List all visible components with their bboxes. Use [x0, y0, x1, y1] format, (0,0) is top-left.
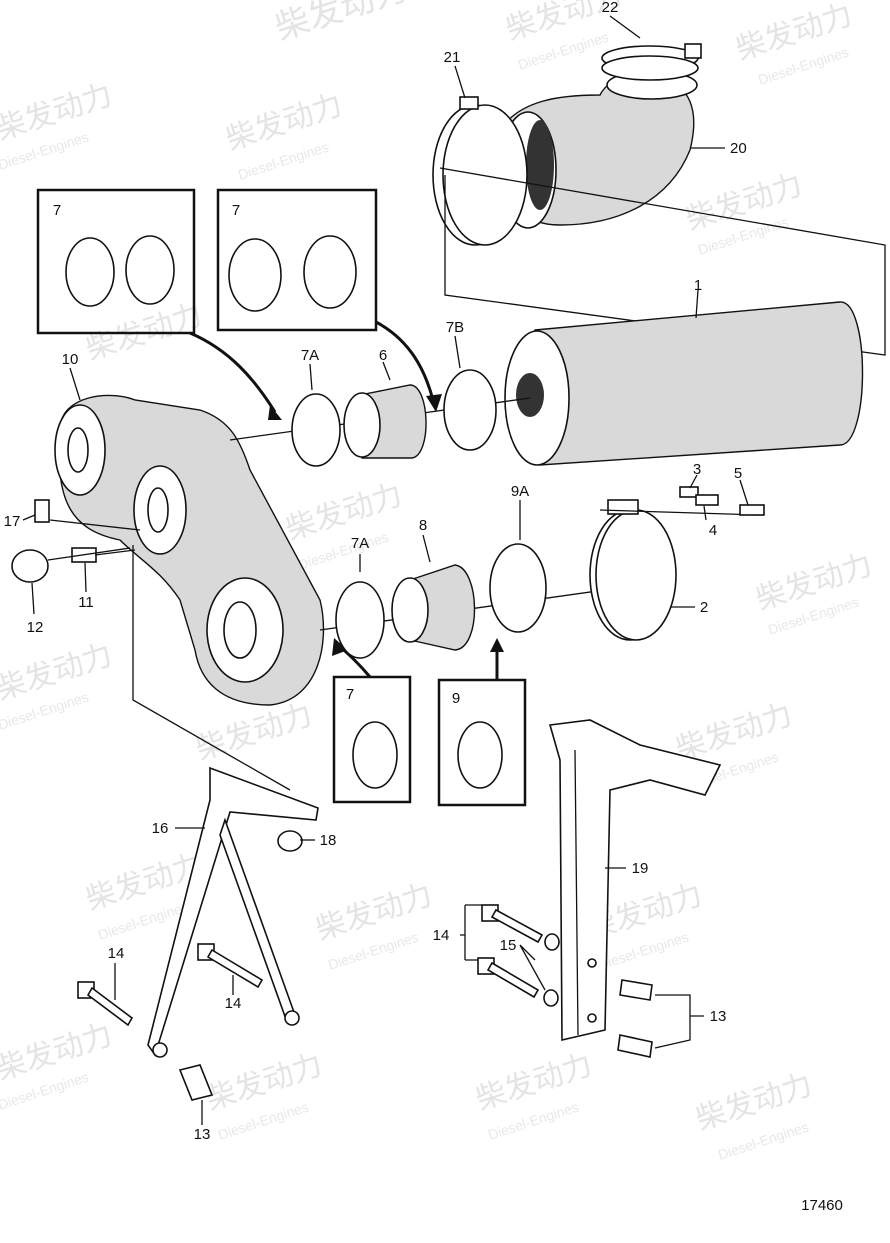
callout-7-inset-right: 7: [232, 202, 240, 219]
clamp-part-7B: [443, 369, 497, 451]
callout-19: 19: [632, 860, 649, 877]
manifold-part-10: [54, 394, 325, 706]
callout-7A-upper: 7A: [301, 347, 319, 364]
callout-9-inset: 9: [452, 690, 460, 707]
inset-clamps: [65, 235, 503, 789]
callout-18: 18: [320, 832, 337, 849]
arrow-from-inset-left: [189, 331, 277, 413]
callout-14-right: 14: [433, 927, 450, 944]
callout-7-inset-lower: 7: [346, 686, 354, 703]
bolts-part-14-right: [477, 904, 560, 1007]
inset-box-clamp-7-lower: [332, 675, 412, 804]
watermark-brand: 柴发动力: [270, 0, 412, 49]
callout-21: 21: [444, 49, 461, 66]
clamp-part-9A: [489, 543, 547, 633]
callout-11: 11: [78, 594, 94, 611]
bolt-nut-parts-3-4-5: [599, 486, 765, 516]
hose-clamp-part-22: [601, 43, 702, 81]
callout-7-inset-left: 7: [53, 202, 61, 219]
small-parts-11-12-17: [11, 499, 141, 583]
callout-7B: 7B: [446, 319, 464, 336]
leader-lines: [22, 15, 749, 1125]
callout-12: 12: [27, 619, 44, 636]
spacer-part-13-left: [178, 1064, 214, 1101]
watermark-brand: 柴发动力: [192, 697, 317, 767]
inset-box-clamp-9: [437, 678, 527, 807]
callout-10: 10: [62, 351, 79, 368]
callout-8: 8: [419, 517, 427, 534]
callout-6: 6: [379, 347, 387, 364]
washer-part-15-lower: [543, 989, 559, 1007]
washer-part-15-upper: [544, 933, 560, 951]
support-bracket-part-19: [548, 719, 722, 1042]
callout-13-right: 13: [710, 1008, 727, 1025]
spacers-part-13-right: [617, 979, 653, 1058]
callout-1: 1: [694, 277, 702, 294]
inset-box-clamps-7-right: [216, 188, 378, 332]
hose-clamp-part-21: [432, 96, 528, 246]
drawing-number: 17460: [801, 1197, 843, 1214]
nut-part-18: [277, 830, 303, 852]
callout-9A: 9A: [511, 483, 529, 500]
callout-22: 22: [602, 0, 619, 16]
callout-14-left-lower: 14: [225, 995, 242, 1012]
reducer-part-8: [391, 564, 476, 651]
callout-15: 15: [500, 937, 517, 954]
sleeve-part-6: [343, 384, 427, 459]
inset-box-clamps-7-left: [36, 188, 196, 335]
callout-labels: 22 21 20 7 7 1 10 7A 6 7B 3 5 4 17 9A 8 …: [4, 0, 747, 1143]
callout-17: 17: [4, 513, 21, 530]
callout-20: 20: [730, 140, 747, 157]
callout-14-left-upper: 14: [108, 945, 125, 962]
muffler-part-1: [504, 301, 864, 466]
callout-2: 2: [700, 599, 708, 616]
bolts-part-14-left: [77, 943, 264, 1027]
clamp-part-7A-lower: [335, 581, 385, 659]
callout-3: 3: [693, 461, 701, 478]
band-clamp-part-2: [589, 499, 677, 641]
callout-7A-lower: 7A: [351, 535, 369, 552]
callout-13-left: 13: [194, 1126, 211, 1143]
callout-4: 4: [709, 522, 717, 539]
bracket-part-16: [147, 766, 319, 1058]
arrow-from-inset-right: [375, 320, 435, 401]
elbow-hose-part-20: [499, 70, 698, 229]
callout-16: 16: [152, 820, 169, 837]
callout-5: 5: [734, 465, 742, 482]
clamp-part-7A-upper: [291, 393, 341, 467]
